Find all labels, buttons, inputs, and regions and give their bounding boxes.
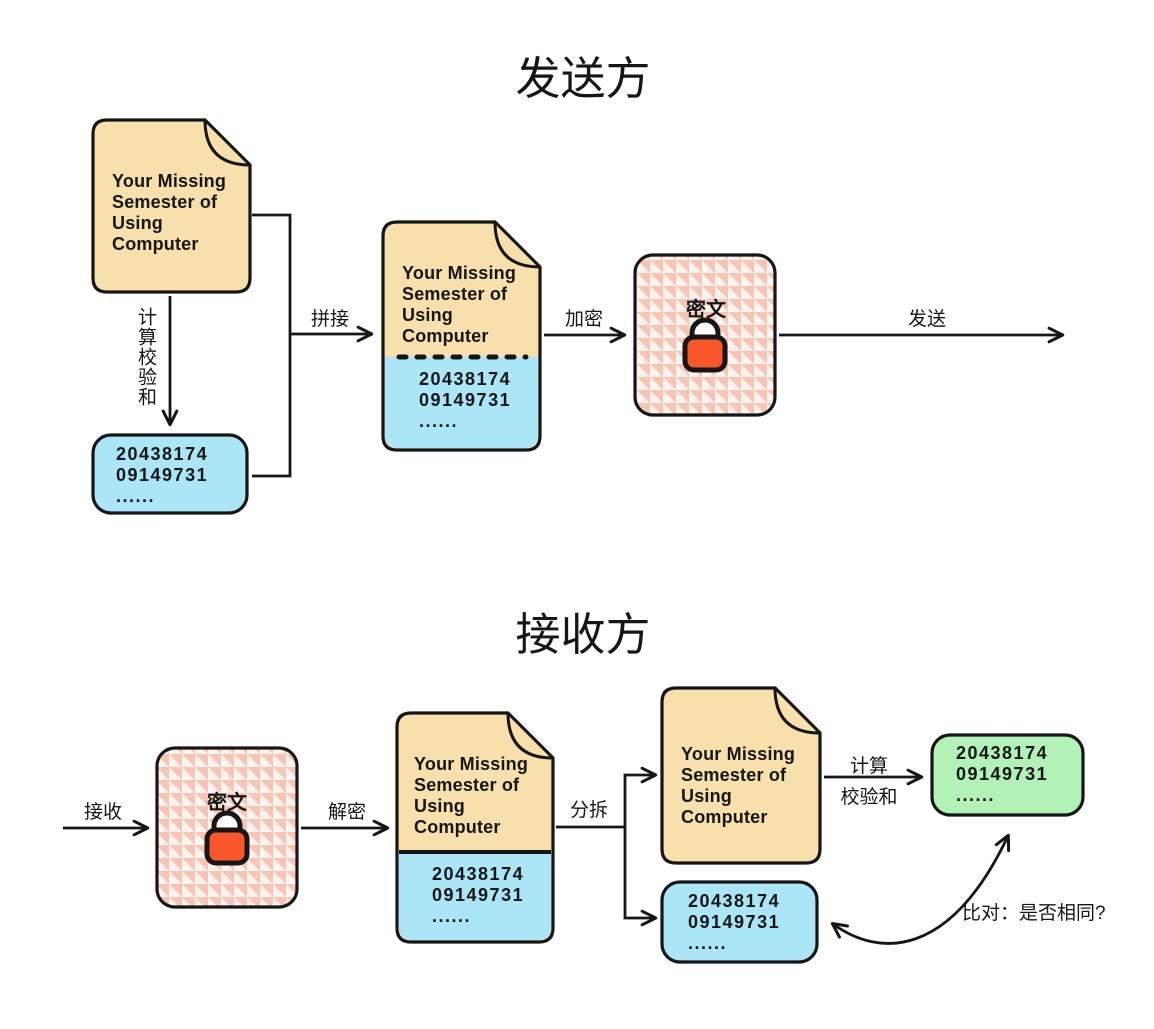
- receiver-ciphertext-label: 密文: [207, 792, 247, 814]
- sender-ciphertext-label: 密文: [686, 299, 726, 321]
- sender-original-document: [91, 118, 252, 294]
- receiver-combined-document-title: Your Missing Semester of Using Computer: [414, 754, 529, 837]
- receiver-checksum-value: 20438174 09149731 ......: [688, 891, 781, 953]
- compare-curved-arrow: [830, 833, 1011, 945]
- split-label: 分拆: [569, 800, 609, 821]
- receiver-ciphertext-box: [155, 746, 299, 909]
- sender-combined-checksum-value: 20438174 09149731 ......: [419, 369, 512, 431]
- receive-label: 接收: [83, 802, 123, 823]
- recompute-checksum-label-line1: 计算: [849, 756, 889, 777]
- receiver-extracted-document: [660, 686, 822, 865]
- document-fold-corner: [493, 220, 542, 269]
- sender-document-title: Your Missing Semester of Using Computer: [112, 171, 227, 254]
- sender-checksum-value: 20438174 09149731 ......: [116, 444, 209, 506]
- document-fold-corner: [506, 711, 555, 760]
- receiver-combined-document: [395, 711, 555, 944]
- lock-icon: [682, 317, 728, 373]
- recompute-checksum-label-line2: 校验和: [840, 787, 898, 808]
- combined-document-checksum-area: [399, 852, 551, 940]
- sender-checksum-box: [91, 433, 249, 515]
- compare-label: 比对：是否相同?: [962, 903, 1106, 924]
- recomputed-checksum-value: 20438174 09149731 ......: [956, 743, 1049, 805]
- send-label: 发送: [907, 309, 947, 330]
- combined-document-checksum-area: [385, 357, 538, 448]
- sender-section-title: 发送方: [515, 53, 651, 104]
- sender-combined-document-title: Your Missing Semester of Using Computer: [402, 263, 517, 346]
- compute-checksum-label: 计算校验和: [135, 307, 156, 407]
- receiver-combined-checksum-value: 20438174 09149731 ......: [432, 864, 525, 926]
- receiver-section-title: 接收方: [515, 609, 651, 660]
- sender-combined-document: [381, 220, 542, 452]
- document-fold-corner: [203, 118, 252, 167]
- recomputed-checksum-box: [930, 733, 1085, 817]
- document-fold-corner: [773, 686, 822, 735]
- split-arrows: [556, 766, 658, 927]
- sender-ciphertext-box: [633, 253, 777, 417]
- split-arrow-to-document: [623, 766, 658, 827]
- split-arrow-to-checksum: [623, 827, 658, 927]
- concat-label: 拼接: [310, 309, 350, 330]
- lock-icon: [204, 810, 250, 866]
- receiver-checksum-box: [660, 880, 819, 964]
- encrypt-label: 加密: [564, 309, 604, 330]
- decrypt-label: 解密: [327, 802, 367, 823]
- receiver-extracted-document-title: Your Missing Semester of Using Computer: [681, 744, 796, 827]
- merge-bracket-connector: [252, 213, 292, 478]
